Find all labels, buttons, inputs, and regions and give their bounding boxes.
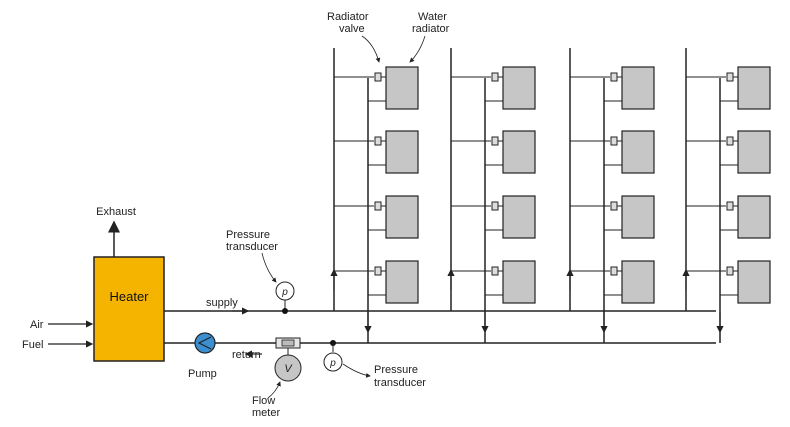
- radiator-valve-icon: [491, 266, 499, 276]
- radiator-valve-pointer: [361, 35, 381, 63]
- flow-meter-gauge: [274, 354, 302, 382]
- radiator-valve-icon: [374, 266, 382, 276]
- water-radiator-icon: [502, 130, 536, 174]
- radiator-valve-icon: [610, 136, 618, 146]
- flow-meter: V: [274, 337, 302, 382]
- radiator-valve-icon: [491, 72, 499, 82]
- water-radiator-icon: [502, 195, 536, 239]
- water-radiator-label-line2: radiator: [412, 23, 450, 35]
- heater-label: Heater: [109, 289, 149, 304]
- flow-meter-pointer: [267, 381, 281, 399]
- flow-meter-symbol: V: [284, 363, 293, 375]
- water-radiator-icon: [621, 195, 655, 239]
- water-radiator-icon: [385, 130, 419, 174]
- pressure-transducer-top-line2: transducer: [226, 241, 278, 253]
- radiator-columns: [330, 48, 771, 343]
- radiator-valve-icon: [374, 201, 382, 211]
- pump-chevron: [197, 336, 212, 350]
- water-radiator-label-line1: Water: [418, 11, 447, 23]
- water-radiator-icon: [502, 66, 536, 110]
- pressure-transducer-bottom-line1: Pressure: [374, 364, 418, 376]
- pressure-transducer-top-pointer: [261, 252, 277, 283]
- radiator-valve-label-line2: valve: [339, 23, 365, 35]
- water-radiator-icon: [737, 260, 771, 304]
- flow-meter-label-line1: Flow: [252, 395, 275, 407]
- pressure-transducer-top-line1: Pressure: [226, 229, 270, 241]
- water-radiator-icon: [621, 66, 655, 110]
- water-radiator-icon: [502, 260, 536, 304]
- radiator-valve-icon: [610, 266, 618, 276]
- fuel-label: Fuel: [22, 339, 43, 351]
- radiator-valve-icon: [491, 201, 499, 211]
- water-radiator-icon: [385, 66, 419, 110]
- water-radiator-icon: [385, 260, 419, 304]
- exhaust-label: Exhaust: [96, 206, 136, 218]
- radiator-valve-icon: [374, 136, 382, 146]
- water-radiator-icon: [737, 130, 771, 174]
- pressure-transducer-bottom-icon: [323, 352, 343, 372]
- water-radiator-pointer: [409, 35, 426, 63]
- radiator-valve-icon: [610, 72, 618, 82]
- radiator-valve-icon: [610, 201, 618, 211]
- radiator-valve-icon: [726, 136, 734, 146]
- radiator-valve-icon: [726, 266, 734, 276]
- water-radiator-icon: [621, 130, 655, 174]
- water-radiator-icon: [385, 195, 419, 239]
- heater: Heater: [93, 256, 165, 362]
- radiator-valve-icon: [726, 72, 734, 82]
- air-label: Air: [30, 319, 44, 331]
- water-radiator-icon: [737, 66, 771, 110]
- radiator-valve-icon: [374, 72, 382, 82]
- pressure-transducer-bottom-pointer: [342, 363, 371, 378]
- water-radiator-icon: [737, 195, 771, 239]
- pressure-transducer-bottom-symbol: p: [329, 358, 336, 369]
- return-label: return: [232, 349, 261, 361]
- pump: [194, 332, 216, 354]
- pump-label: Pump: [188, 368, 217, 380]
- flow-meter-window: [281, 339, 295, 347]
- water-radiator-icon: [621, 260, 655, 304]
- flow-meter-label-line2: meter: [252, 407, 280, 419]
- heater-box: [93, 256, 165, 362]
- pressure-transducer-top-symbol: p: [281, 287, 288, 298]
- supply-label: supply: [206, 297, 238, 309]
- pressure-transducer-bottom-line2: transducer: [374, 377, 426, 389]
- pressure-transducer-top-node: [282, 308, 288, 314]
- radiator-valve-icon: [726, 201, 734, 211]
- radiator-valve-label-line1: Radiator: [327, 11, 369, 23]
- radiator-valve-icon: [491, 136, 499, 146]
